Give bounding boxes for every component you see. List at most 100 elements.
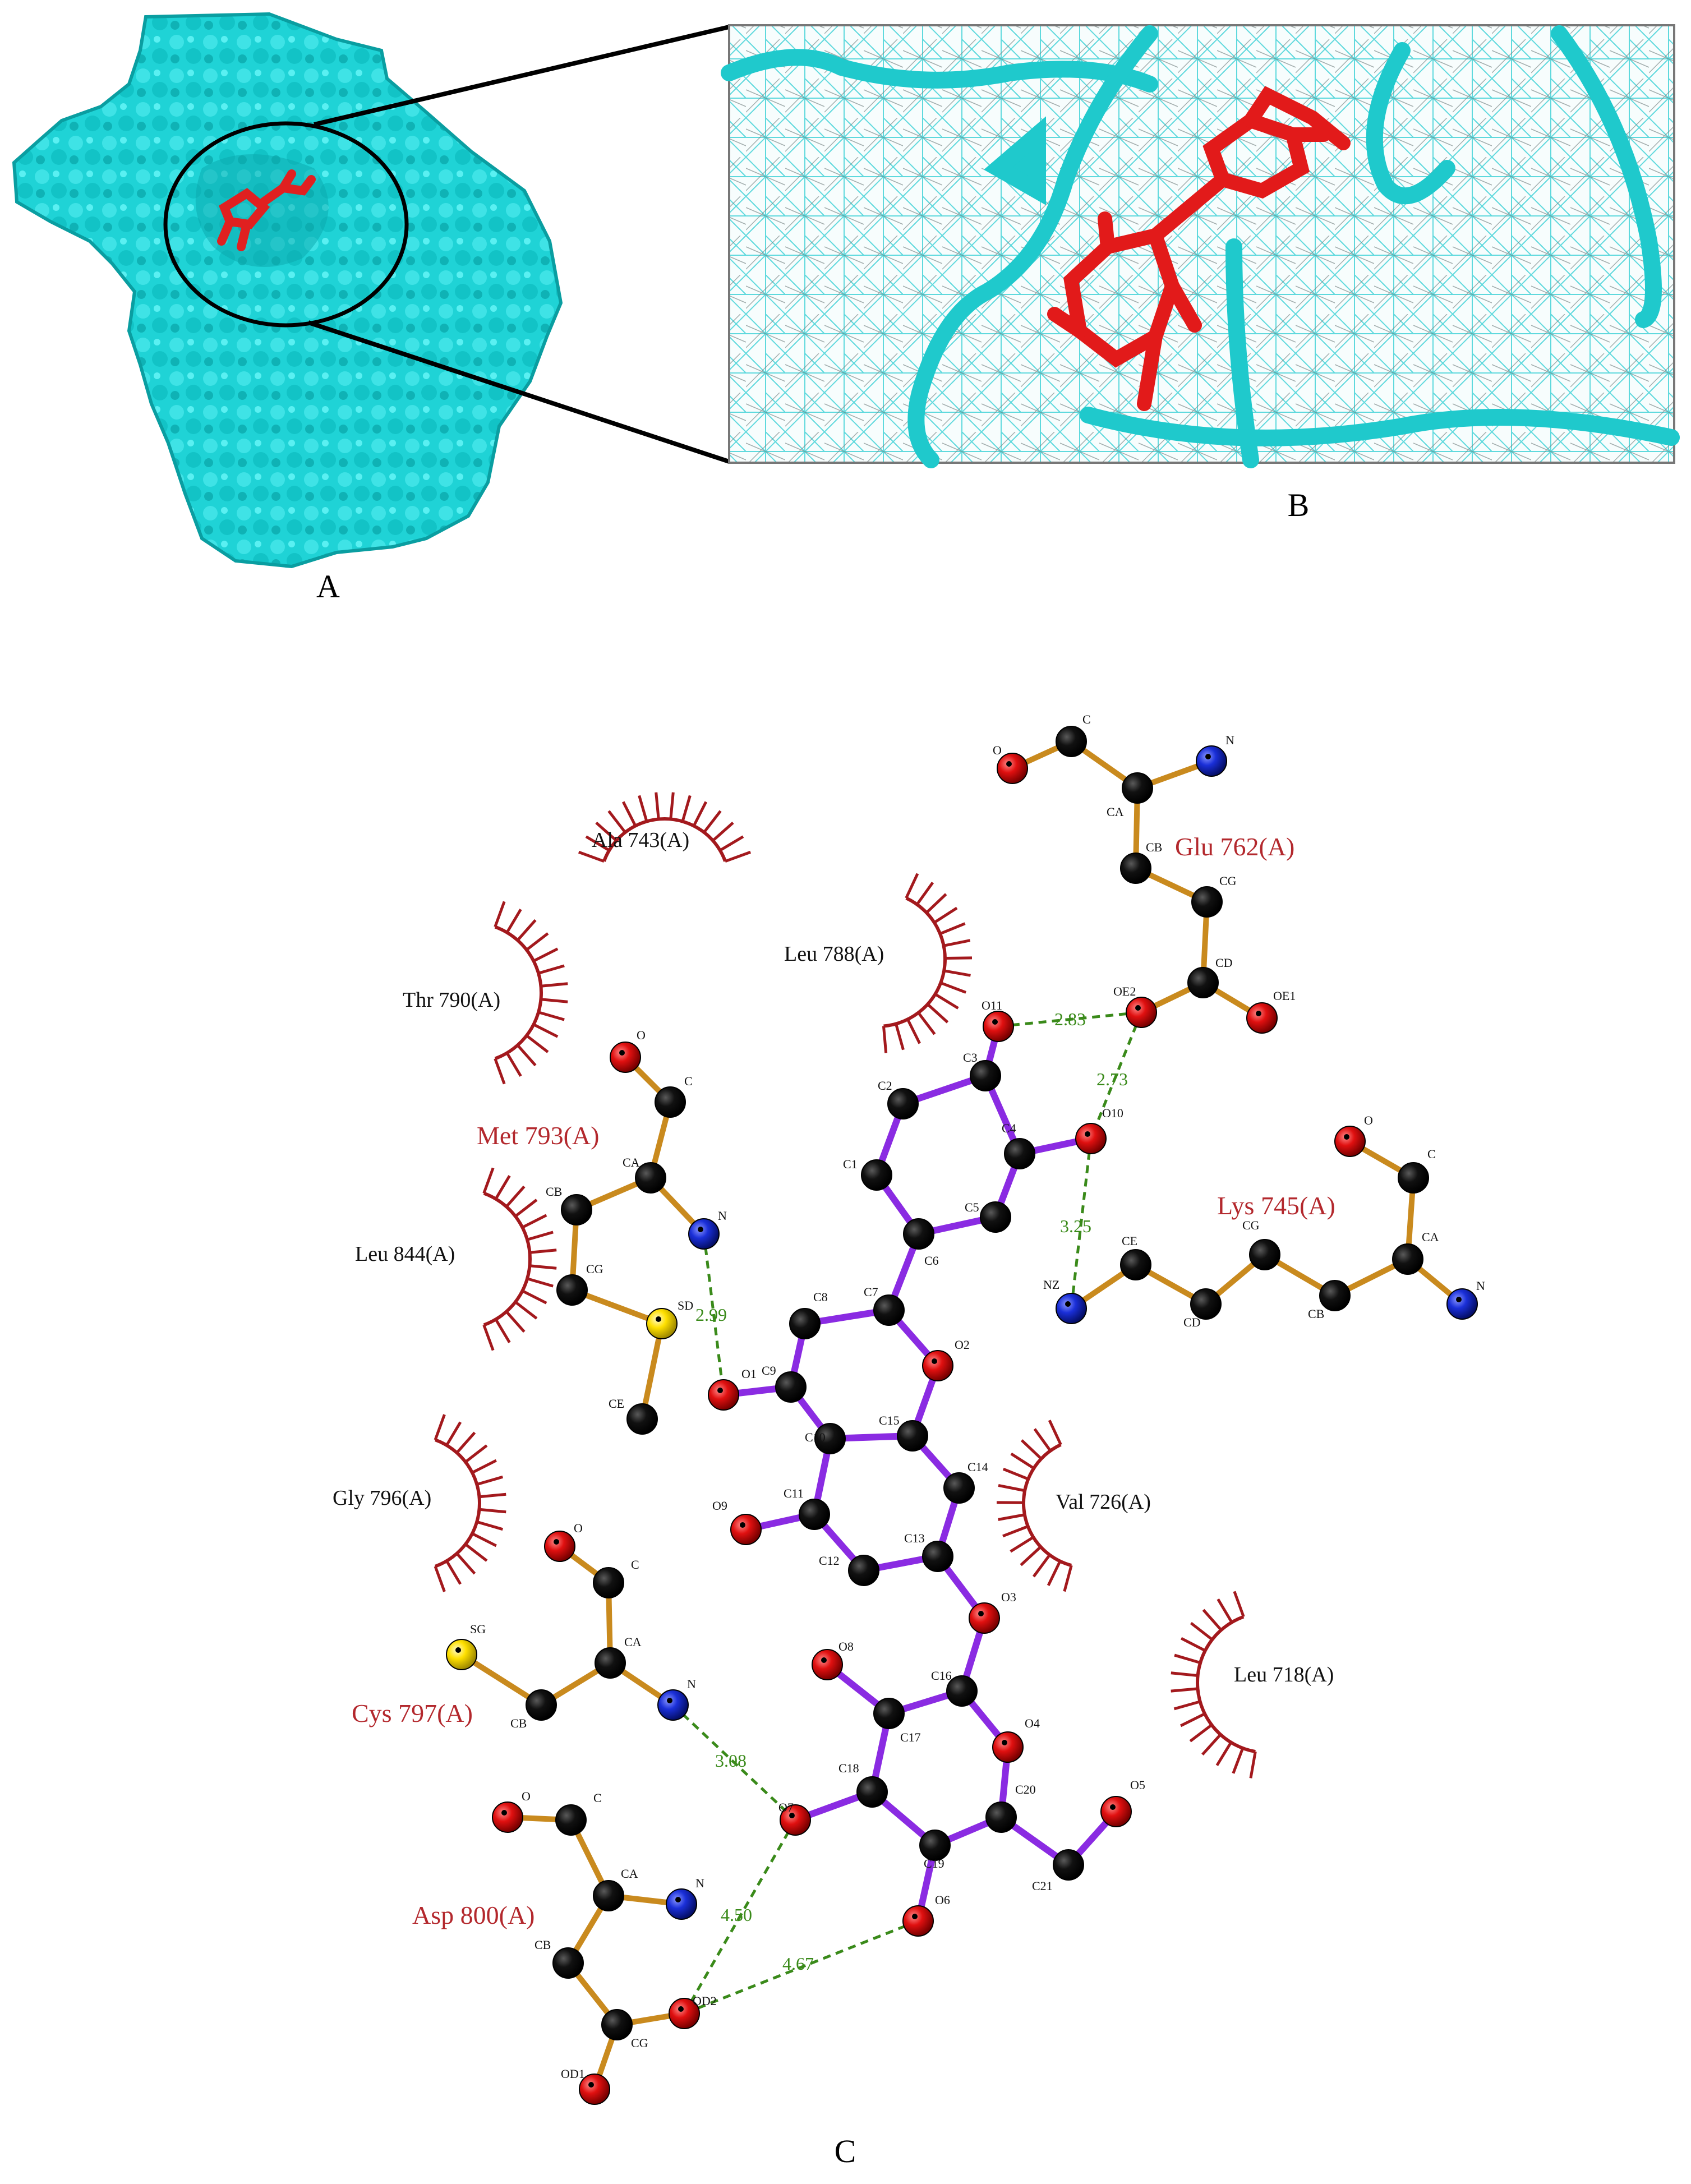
atom-label: O6 xyxy=(935,1893,950,1907)
oxygen-atom xyxy=(708,1379,739,1411)
carbon-atom xyxy=(903,1218,934,1250)
atom-label: O9 xyxy=(712,1499,727,1513)
atom-label: CB xyxy=(1308,1307,1324,1321)
carbon-atom xyxy=(1398,1162,1429,1194)
panel-label-c: C xyxy=(835,2133,856,2169)
atom-label: O3 xyxy=(1001,1590,1016,1604)
atom-label: C2 xyxy=(878,1079,892,1093)
residue-bond xyxy=(459,1652,544,1708)
atom-label: C xyxy=(1082,712,1091,726)
carbon-atom xyxy=(1249,1239,1280,1270)
atom-dot xyxy=(678,2006,684,2012)
atom-label: C xyxy=(684,1074,693,1088)
atom-label: CA xyxy=(1422,1230,1439,1244)
hydrogen-bond-line xyxy=(683,1819,797,2015)
nitrogen-atom xyxy=(688,1218,720,1250)
carbon-atom xyxy=(601,2009,633,2040)
hydrogen-bond-line xyxy=(1070,1138,1093,1309)
atom-label: OE1 xyxy=(1273,989,1296,1003)
atom-label: C16 xyxy=(931,1669,952,1683)
atom-dot xyxy=(1205,754,1211,759)
atom-label: O xyxy=(1364,1113,1373,1127)
oxygen-atom xyxy=(730,1514,762,1545)
oxygen-atom xyxy=(983,1011,1014,1042)
sulfur-atom xyxy=(446,1639,477,1670)
residue-label-ala743: Ala 743(A) xyxy=(592,828,689,852)
carbon-atom xyxy=(943,1472,975,1504)
oxygen-atom xyxy=(922,1350,953,1381)
atom-dot xyxy=(501,1810,507,1816)
residue-bond xyxy=(639,1321,665,1422)
hydrogen-bond-line xyxy=(684,1919,919,2015)
atom-label: C6 xyxy=(924,1254,939,1268)
nitrogen-atom xyxy=(666,1888,697,1920)
atom-label: CB xyxy=(535,1938,551,1952)
hydrophobic-contact-arc xyxy=(578,792,752,863)
residue-label-leu844: Leu 844(A) xyxy=(355,1242,455,1266)
atom-label: C13 xyxy=(904,1531,925,1545)
carbon-atom xyxy=(1191,886,1223,918)
oxygen-atom xyxy=(992,1731,1024,1763)
ligand-in-pocket xyxy=(217,169,316,251)
hydrogen-bond-line xyxy=(702,1233,725,1395)
atom-label: C19 xyxy=(924,1856,944,1870)
carbon-atom xyxy=(980,1201,1011,1233)
carbon-atom xyxy=(1392,1243,1423,1275)
atom-label: O10 xyxy=(1102,1106,1123,1120)
oxygen-atom xyxy=(579,2074,610,2105)
oxygen-atom xyxy=(1075,1123,1107,1154)
residue-label-gly796: Gly 796(A) xyxy=(333,1486,431,1510)
oxygen-atom xyxy=(969,1602,1000,1634)
atom-label: O5 xyxy=(1130,1778,1145,1792)
atom-label: O xyxy=(993,743,1002,757)
carbon-atom xyxy=(593,1880,624,1911)
carbon-atom xyxy=(887,1088,919,1119)
atom-dot xyxy=(455,1647,461,1653)
atom-label: N xyxy=(695,1876,704,1890)
ligand-sticks xyxy=(1047,86,1351,411)
atom-label: N xyxy=(1225,733,1234,747)
atom-label: CG xyxy=(1242,1218,1260,1232)
carbon-atom xyxy=(919,1830,951,1861)
atom-label: CB xyxy=(546,1185,562,1199)
hydrogen-bond-line xyxy=(672,1704,796,1821)
atom-dot xyxy=(1135,1005,1141,1011)
atom-label: CG xyxy=(631,2036,648,2050)
atom-label: N xyxy=(718,1209,727,1223)
atom-dot xyxy=(821,1657,827,1663)
atom-label: N xyxy=(687,1677,696,1691)
panel-label-b: B xyxy=(1288,487,1310,523)
nitrogen-atom xyxy=(1056,1293,1087,1324)
panel-b-binding-pocket: B xyxy=(721,24,1680,523)
atom-label: CD xyxy=(1183,1315,1201,1329)
carbon-atom xyxy=(799,1499,830,1530)
carbon-atom xyxy=(1053,1849,1084,1881)
carbon-atom xyxy=(1120,853,1151,884)
carbon-atom xyxy=(555,1804,587,1836)
nitrogen-atom xyxy=(1196,745,1227,777)
atom-label: O xyxy=(522,1789,531,1803)
carbon-atom xyxy=(561,1194,592,1225)
atom-dot xyxy=(740,1522,745,1528)
atom-dot xyxy=(698,1227,703,1232)
carbon-atom xyxy=(1190,1288,1222,1320)
carbon-atom xyxy=(1122,772,1153,804)
carbon-atom xyxy=(789,1308,821,1339)
oxygen-atom xyxy=(1126,997,1157,1028)
carbon-atom xyxy=(655,1086,686,1118)
hydrophobic-contact-arc xyxy=(882,873,973,1053)
carbon-atom xyxy=(861,1159,892,1191)
oxygen-atom xyxy=(1334,1126,1366,1157)
residue-label-leu718: Leu 718(A) xyxy=(1234,1663,1334,1687)
carbon-atom xyxy=(635,1162,666,1194)
carbon-atom xyxy=(1187,967,1219,998)
atom-dot xyxy=(978,1611,984,1616)
atom-label: CA xyxy=(624,1635,642,1649)
distance-label: 2.99 xyxy=(695,1305,727,1325)
atom-dot xyxy=(1456,1297,1462,1302)
atom-dot xyxy=(667,1698,672,1703)
carbon-atom xyxy=(897,1420,928,1452)
atom-label: C4 xyxy=(1002,1121,1016,1135)
